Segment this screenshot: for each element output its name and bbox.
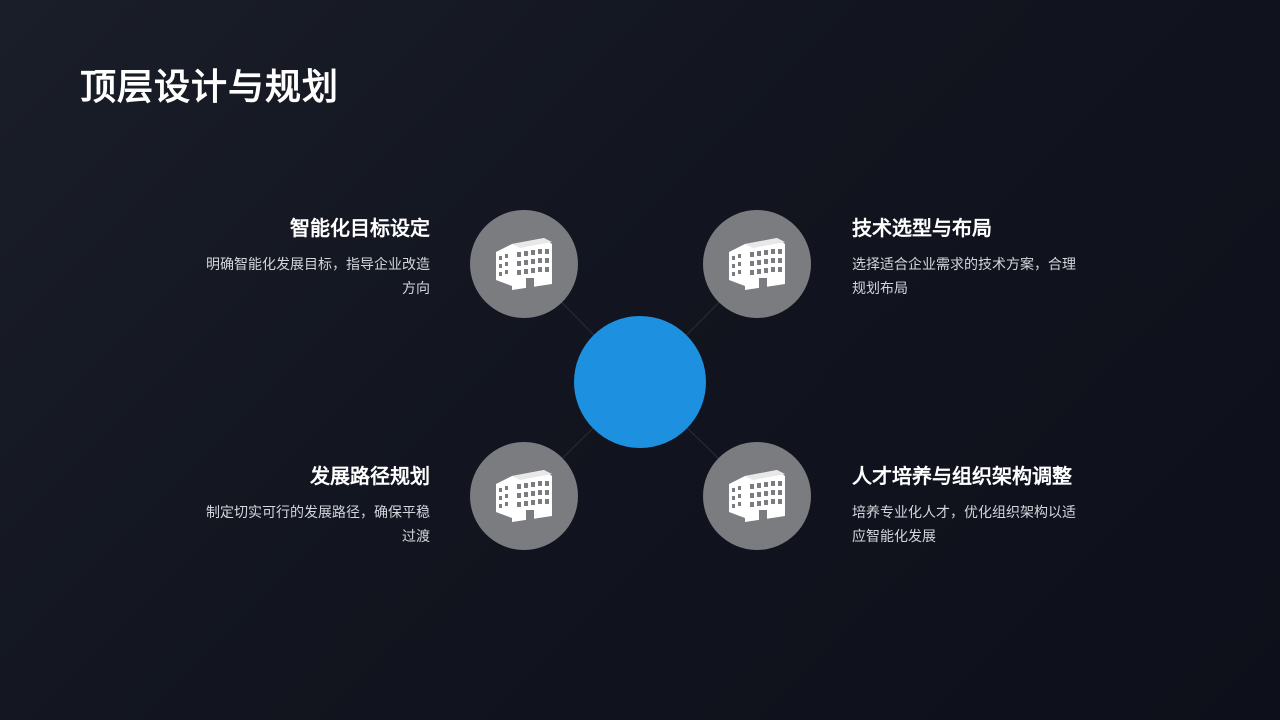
item-tech-selection: 技术选型与布局 选择适合企业需求的技术方案，合理规划布局 <box>852 215 1082 301</box>
building-icon <box>729 238 785 290</box>
node-path-planning <box>470 442 578 550</box>
item-heading: 发展路径规划 <box>310 464 430 488</box>
node-target-setting <box>470 210 578 318</box>
item-path-planning: 发展路径规划 制定切实可行的发展路径，确保平稳过渡 <box>200 463 430 549</box>
item-target-setting: 智能化目标设定 明确智能化发展目标，指导企业改造方向 <box>200 215 430 301</box>
item-heading: 技术选型与布局 <box>852 216 992 240</box>
node-talent-org <box>703 442 811 550</box>
node-tech-selection <box>703 210 811 318</box>
item-description: 明确智能化发展目标，指导企业改造方向 <box>206 257 430 297</box>
item-description: 制定切实可行的发展路径，确保平稳过渡 <box>206 505 430 545</box>
page-title: 顶层设计与规划 <box>80 67 340 108</box>
item-description: 选择适合企业需求的技术方案，合理规划布局 <box>852 257 1076 297</box>
item-heading: 智能化目标设定 <box>290 216 430 240</box>
building-icon <box>496 238 552 290</box>
center-circle <box>574 316 706 448</box>
item-description: 培养专业化人才，优化组织架构以适应智能化发展 <box>852 505 1076 545</box>
item-heading: 人才培养与组织架构调整 <box>852 464 1072 488</box>
building-icon <box>496 470 552 522</box>
item-talent-org: 人才培养与组织架构调整 培养专业化人才，优化组织架构以适应智能化发展 <box>852 463 1102 549</box>
building-icon <box>729 470 785 522</box>
